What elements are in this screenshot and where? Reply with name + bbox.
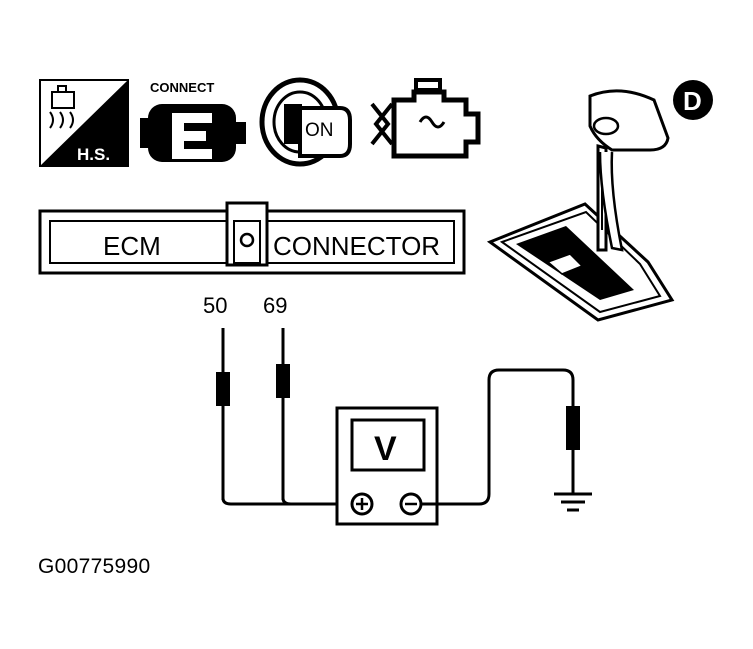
voltmeter-label: V bbox=[374, 430, 397, 468]
negative-lead-wire bbox=[421, 368, 575, 506]
hot-soak-icon: H.S. bbox=[39, 79, 129, 167]
drive-position-label: D bbox=[683, 86, 702, 116]
probe-pin-69 bbox=[276, 328, 290, 500]
positive-terminal-icon bbox=[350, 492, 374, 516]
ground-icon bbox=[554, 492, 592, 512]
probe-pin-50 bbox=[216, 328, 230, 500]
pin-label-50: 50 bbox=[203, 293, 227, 318]
pin-label-69: 69 bbox=[263, 293, 287, 318]
connect-label: CONNECT bbox=[150, 80, 214, 95]
ecm-label: ECM bbox=[103, 231, 161, 261]
connect-icon: CONNECT bbox=[140, 80, 246, 162]
negative-terminal-icon bbox=[399, 492, 423, 516]
ignition-on-icon: ON bbox=[259, 77, 352, 167]
figure-id: G00775990 bbox=[38, 555, 151, 578]
ecm-connector: ECM CONNECTOR bbox=[38, 201, 466, 275]
ground-probe bbox=[566, 406, 580, 494]
hot-soak-label: H.S. bbox=[77, 145, 110, 164]
connector-lock-hole bbox=[239, 232, 255, 248]
engine-running-icon bbox=[370, 78, 481, 159]
ignition-on-label: ON bbox=[305, 120, 334, 141]
voltmeter: V bbox=[335, 406, 439, 526]
drive-position-badge: D bbox=[673, 80, 713, 120]
gear-shifter-icon bbox=[486, 89, 675, 322]
connector-label: CONNECTOR bbox=[273, 231, 440, 261]
positive-lead-wire bbox=[221, 497, 351, 506]
